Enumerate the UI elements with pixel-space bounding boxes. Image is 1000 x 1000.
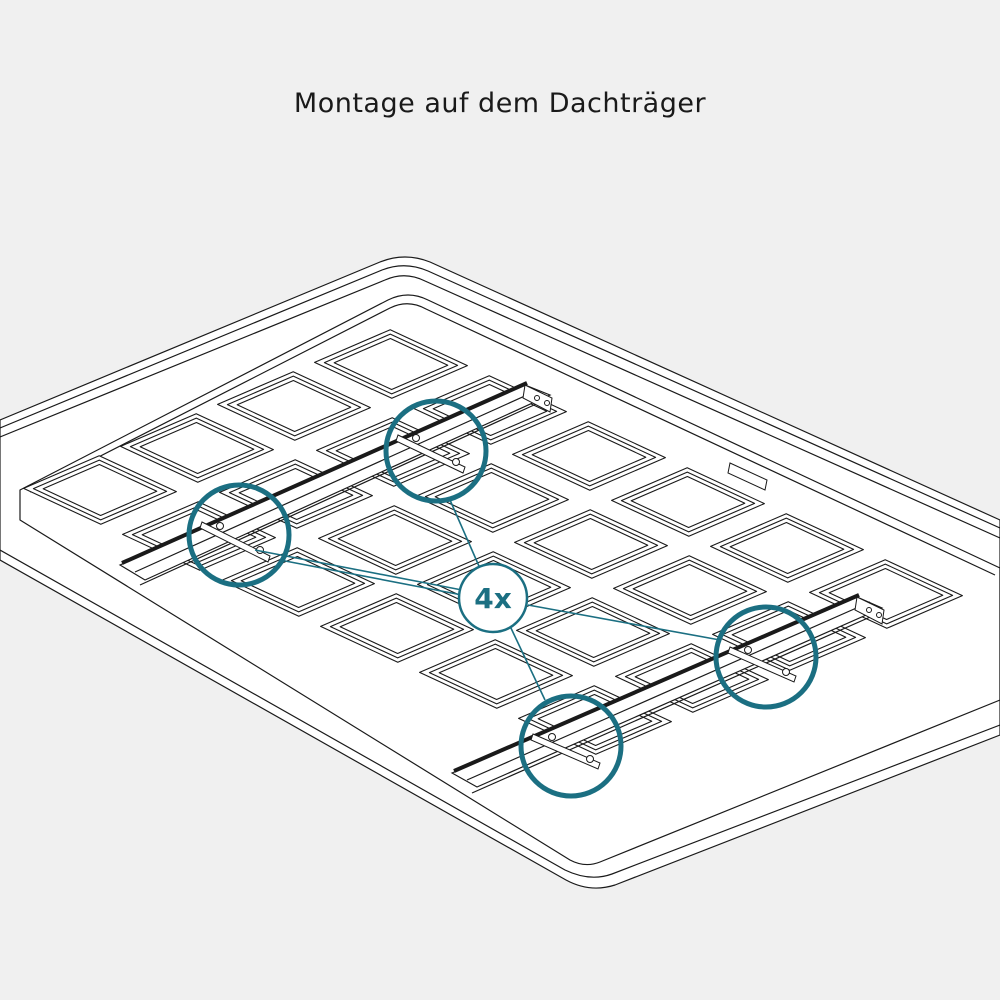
callout-badge-label: 4x	[474, 582, 512, 615]
pad-top	[337, 513, 453, 567]
rail-end-caps	[522, 384, 885, 625]
pad-top	[630, 475, 746, 529]
roof-rail-lower	[450, 593, 884, 794]
pad-top	[438, 647, 554, 701]
page-title: Montage auf dem Dachträger	[293, 88, 707, 119]
pad-top	[42, 463, 158, 517]
pad-top	[535, 605, 651, 659]
callout-circle-1	[383, 398, 489, 504]
pad-top	[333, 337, 449, 391]
callout-circle-4	[713, 604, 819, 710]
pad-top	[632, 563, 748, 617]
pad-top	[339, 601, 455, 655]
label-plate	[727, 462, 768, 491]
callout-circle-3	[518, 693, 624, 799]
mounting-brackets	[199, 434, 797, 770]
callout-circles	[186, 398, 819, 799]
roof-rail-upper	[118, 381, 552, 586]
callout-badge: 4x	[457, 562, 529, 634]
pad-top	[139, 421, 255, 475]
callout-leaders	[254, 499, 721, 701]
pad-top	[434, 471, 550, 525]
pad-top	[729, 521, 845, 575]
pad-top	[236, 379, 352, 433]
callout-circle-2	[186, 482, 292, 588]
pad-top	[531, 429, 647, 483]
pad-top	[533, 517, 649, 571]
